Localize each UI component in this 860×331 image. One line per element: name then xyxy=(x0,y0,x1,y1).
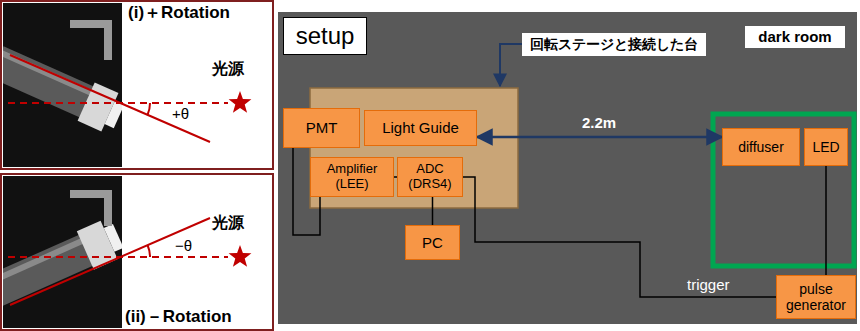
box-text: pulse generator xyxy=(780,281,852,313)
signal-wire xyxy=(825,166,827,275)
pc-box: PC xyxy=(405,225,460,260)
panel-title: (i)＋Rotation xyxy=(128,3,230,23)
pmt-axis xyxy=(10,55,210,142)
callout-box: 回転ステージと接続した台 xyxy=(522,33,706,56)
box-text: diffuser xyxy=(738,139,784,155)
light-source-housing xyxy=(713,114,854,266)
room-label-box: dark room xyxy=(745,26,845,48)
pmt-box: PMT xyxy=(283,108,360,148)
box-text: Light Guide xyxy=(382,119,459,136)
box-text: PC xyxy=(422,234,443,251)
pmt-photo xyxy=(3,3,122,167)
angle-label: +θ xyxy=(172,105,189,122)
box-text: dark room xyxy=(758,28,831,45)
angle-arc xyxy=(148,103,151,115)
box-text: ADC (DRS4) xyxy=(401,162,459,192)
amplifier-box: Amplifier (LEE) xyxy=(310,157,394,197)
distance-arrow xyxy=(477,136,722,139)
adc-box: ADC (DRS4) xyxy=(397,157,463,197)
box-text: Amplifier (LEE) xyxy=(314,162,390,192)
led-box: LED xyxy=(804,128,848,166)
rotation-stage-platform xyxy=(310,88,518,208)
pmt-photo xyxy=(3,176,122,328)
light-source-star xyxy=(229,245,252,267)
box-text: setup xyxy=(296,22,355,50)
signal-wire xyxy=(432,197,434,225)
box-text: PMT xyxy=(306,119,338,136)
light-guide-box: Light Guide xyxy=(364,110,477,146)
panel-title: (ii)－Rotation xyxy=(125,307,232,327)
edge-label: trigger xyxy=(687,276,730,293)
light-source-label: 光源 xyxy=(212,60,244,78)
heading-box: setup xyxy=(283,17,367,55)
leader-arrow xyxy=(500,44,522,86)
box-text: LED xyxy=(812,139,839,155)
pulse-generator-box: pulse generator xyxy=(776,275,856,319)
edge-label: 2.2m xyxy=(582,114,616,131)
dark-room-panel xyxy=(278,12,857,324)
trigger-wire xyxy=(463,177,776,297)
light-source-label: 光源 xyxy=(212,214,244,232)
box-text: 回転ステージと接続した台 xyxy=(530,36,698,52)
angle-label: −θ xyxy=(175,237,192,254)
pmt-axis xyxy=(10,218,210,305)
diffuser-box: diffuser xyxy=(722,128,800,166)
angle-arc xyxy=(148,245,151,257)
light-source-star xyxy=(229,91,252,113)
